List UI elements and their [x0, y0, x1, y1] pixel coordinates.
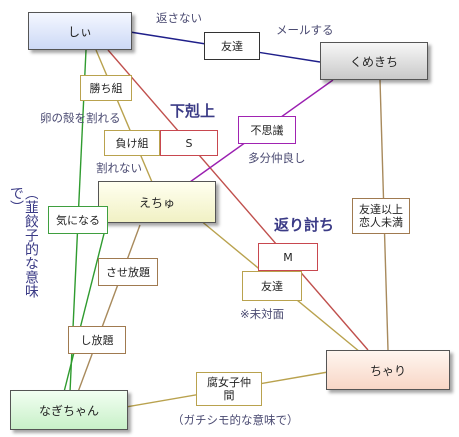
- label-m: M: [258, 243, 318, 271]
- node-nagichan[interactable]: なぎちゃん: [10, 390, 128, 430]
- node-nagichan-label: なぎちゃん: [38, 403, 99, 418]
- node-shii-label: しぃ: [67, 24, 92, 39]
- label-shi-houdai: し放題: [68, 326, 126, 354]
- label-sase-houdai: させ放題: [98, 258, 158, 286]
- annotation-mitaimen: ※未対面: [240, 307, 285, 321]
- label-kininaru: 気になる: [48, 206, 108, 234]
- label-tomodachi-mid: 友達: [242, 271, 302, 301]
- label-tomodachi-ijou: 友達以上 恋人未満: [352, 198, 410, 234]
- node-echu-label: えちゅ: [138, 195, 175, 210]
- label-kachigumi: 勝ち組: [80, 75, 132, 101]
- annotation-warenai: 割れない: [96, 161, 142, 175]
- node-kumekichi[interactable]: くめきち: [320, 42, 428, 80]
- annotation-tabun: 多分仲良し: [248, 151, 306, 165]
- edge-shii-chari-red: [107, 49, 369, 351]
- node-echu[interactable]: えちゅ: [98, 181, 216, 223]
- annotation-mail-suru: メールする: [276, 23, 334, 37]
- label-fushigi: 不思議: [238, 116, 296, 144]
- node-chari-label: ちゃり: [369, 363, 406, 378]
- edge-echu-nagichan: [77, 224, 141, 393]
- annotation-vertical: （韮餃子的な意味で）: [8, 186, 38, 298]
- node-kumekichi-label: くめきち: [349, 54, 398, 69]
- label-fujoshi: 腐女子仲 間: [196, 372, 262, 406]
- label-makegumi: 負け組: [104, 130, 160, 156]
- node-shii[interactable]: しぃ: [28, 12, 132, 50]
- annotation-kaeriuchi: 返り討ち: [274, 216, 335, 234]
- annotation-tamago: 卵の殻を割れる: [40, 111, 121, 125]
- annotation-gachishimo: （ガチシモ的な意味で）: [172, 413, 299, 427]
- label-tomodachi-top: 友達: [204, 32, 260, 60]
- edge-nagichan-echu-green: [63, 209, 111, 393]
- label-s: S: [160, 130, 218, 156]
- annotation-kaesanai: 返さない: [156, 11, 202, 25]
- node-chari[interactable]: ちゃり: [326, 350, 450, 390]
- annotation-gekokujou: 下剋上: [170, 102, 216, 120]
- edge-shii-echu-gold: [95, 49, 153, 183]
